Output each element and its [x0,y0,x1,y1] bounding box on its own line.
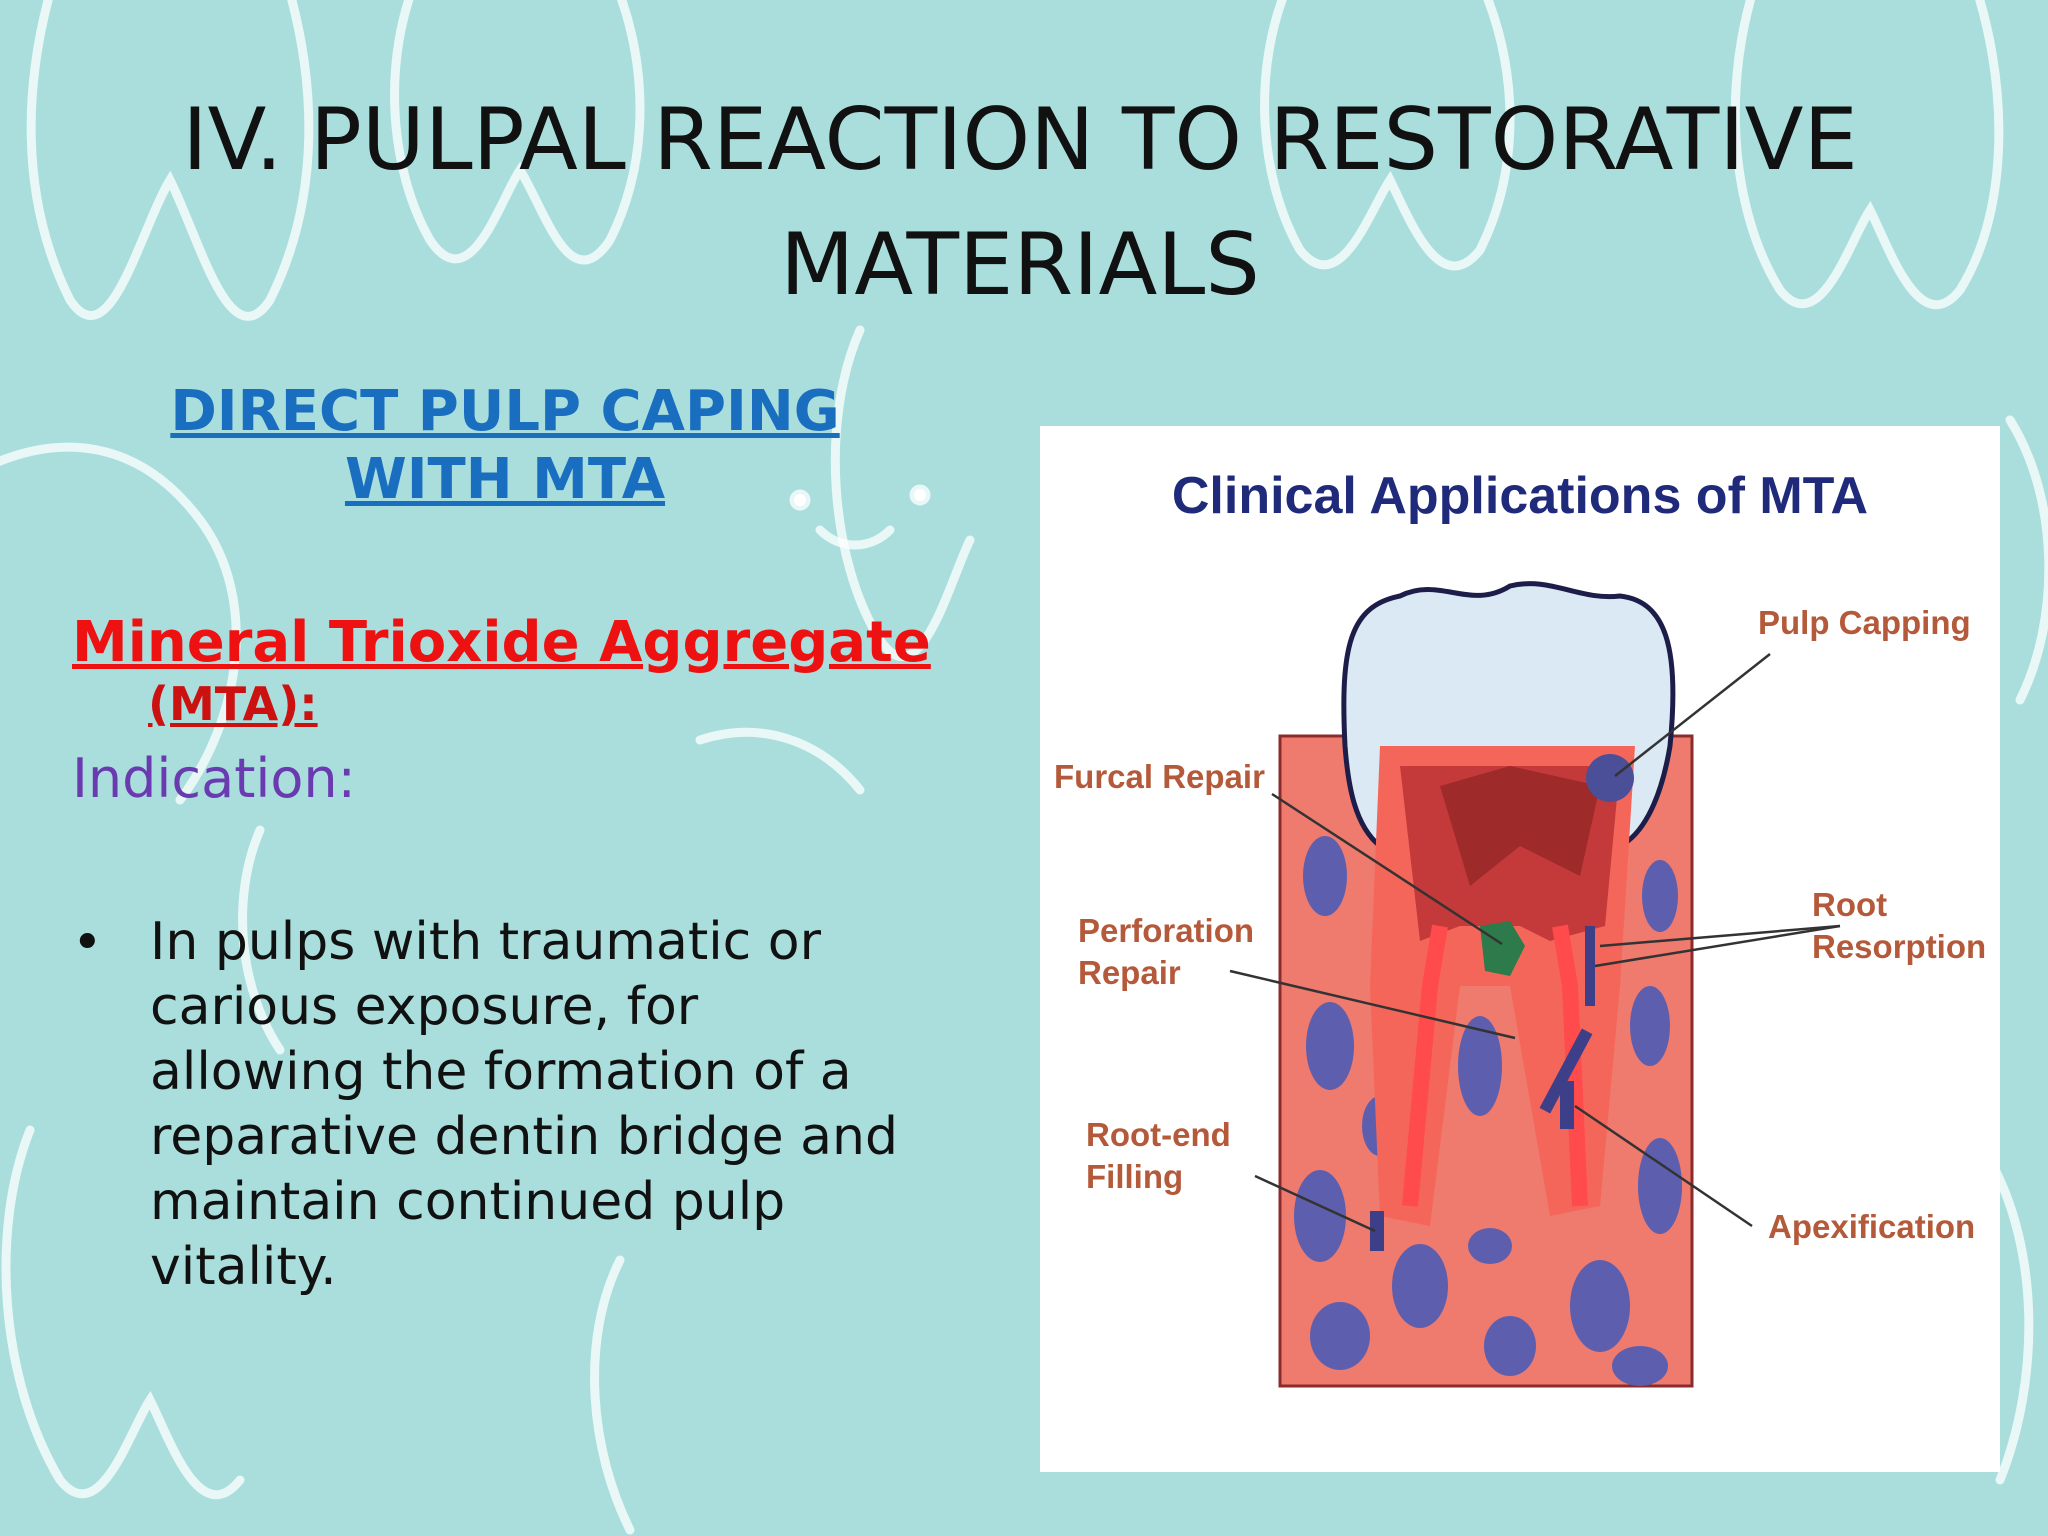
tooth-doodle [695,727,865,795]
label-apexification: Apexification [1768,1208,1976,1245]
tooth-doodle [1730,0,2004,310]
section-subheading: DIRECT PULP CAPING WITH MTA [170,379,840,512]
tooth-eye [789,489,811,511]
tooth-doodle [2005,415,2048,705]
pulp-capping-mta [1586,754,1634,802]
tooth-doodle [1985,1155,2034,1485]
label-root-end-filling-line2: Filling [1086,1158,1184,1195]
tooth-doodle [1,1125,245,1500]
label-root-resorption-line1: Root [1812,886,1888,923]
tooth-doodle [238,825,285,1055]
perforation-repair-mta [1539,1028,1593,1114]
tooth-smile [815,525,895,550]
mta-abbreviation: (MTA): [148,677,318,731]
root-resorption-mta [1585,926,1595,1006]
label-perforation-repair-line2: Repair [1078,954,1181,991]
apexification-mta [1560,1081,1574,1129]
tooth-doodle [0,442,241,805]
label-perforation-repair-line1: Perforation [1078,912,1255,949]
tooth-doodle [1260,0,1515,271]
bullet-icon: • [72,913,103,973]
label-root-resorption-line2: Resorption [1812,928,1987,965]
root-canal-right [1552,924,1588,1207]
label-pulp-capping: Pulp Capping [1758,604,1971,641]
indication-bullet-text: In pulps with traumatic or carious expos… [150,912,898,1297]
figure-title: Clinical Applications of MTA [1171,467,1869,525]
mta-applications-figure: Clinical Applications of MTA Pulp Cappin… [1040,426,2000,1472]
tooth-doodle [390,0,645,265]
root-canal-left [1402,924,1448,1207]
tooth-doodle [26,0,314,321]
indication-label: Indication: [72,747,356,810]
leader-lines [1229,653,1841,1233]
mta-name-heading: Mineral Trioxide Aggregate [72,610,931,675]
root-end-filling-mta [1370,1211,1384,1251]
tooth-doodle [830,325,975,661]
label-root-end-filling-line1: Root-end [1086,1116,1231,1153]
label-furcal-repair: Furcal Repair [1054,758,1265,795]
pulp-horn [1440,766,1600,886]
tooth-eye [909,484,931,506]
slide-title: IV. PULPAL REACTION TO RESTORATIVE MATER… [182,90,1858,315]
tooth-doodle [590,1255,635,1535]
tooth-diagram [1229,581,1841,1388]
furcal-repair-mta [1480,921,1525,976]
